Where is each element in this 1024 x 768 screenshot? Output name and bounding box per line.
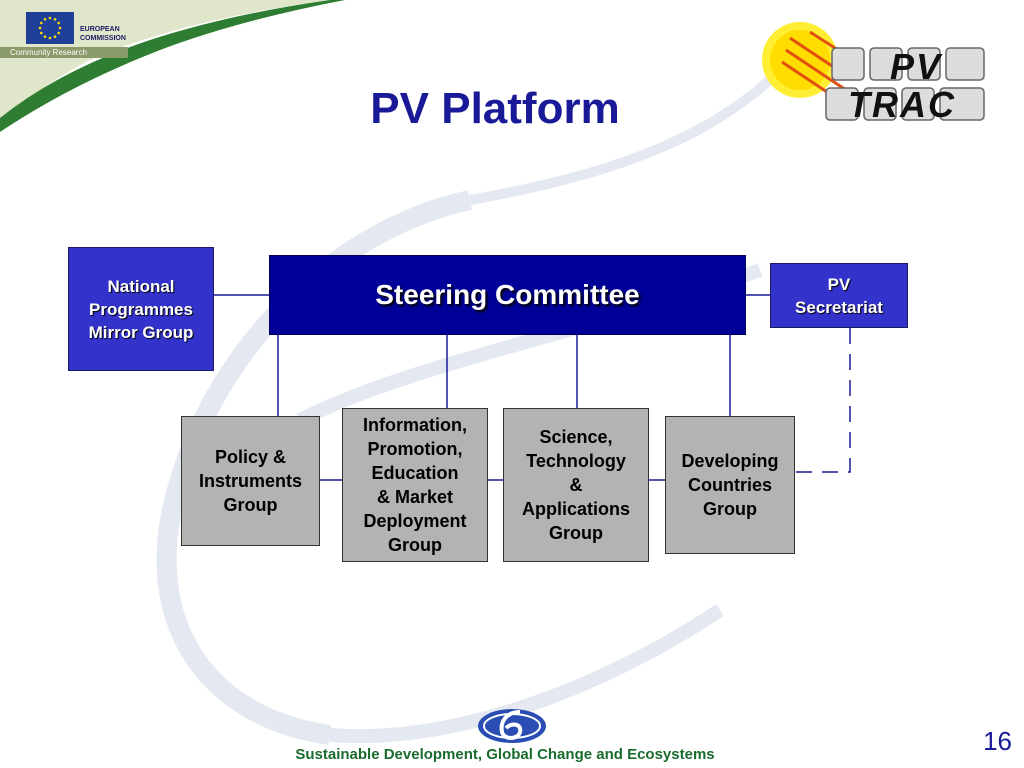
footer-text: Sustainable Development, Global Change a… (295, 746, 715, 763)
ec-subtitle: Community Research (10, 48, 87, 57)
pvtrac-logo-line1: PV (890, 46, 943, 87)
ec-label-line1: EUROPEAN (80, 26, 120, 33)
developing-countries-group-box: Developing Countries Group (665, 416, 795, 554)
page-number: 16 (983, 726, 1012, 756)
pvtrac-logo-line2: TRAC (848, 84, 956, 125)
pv-secretariat-box: PV Secretariat (770, 263, 908, 328)
science-technology-group-box: Science, Technology & Applications Group (503, 408, 649, 562)
national-programmes-box: National Programmes Mirror Group (68, 247, 214, 371)
european-commission-logo: EUROPEAN COMMISSION Community Research (0, 0, 130, 58)
fp6-logo-icon (478, 709, 546, 743)
information-promotion-group-box: Information, Promotion, Education & Mark… (342, 408, 488, 562)
policy-instruments-group-box: Policy & Instruments Group (181, 416, 320, 546)
pvtrac-logo: PV TRAC (760, 18, 995, 130)
slide-title: PV Platform (370, 84, 620, 133)
ec-subtitle-bar (0, 47, 128, 58)
steering-committee-box: Steering Committee (269, 255, 746, 335)
pvtrac-logo-icon (762, 22, 985, 121)
ec-label-line2: COMMISSION (80, 35, 126, 42)
eu-flag-icon (26, 12, 74, 44)
